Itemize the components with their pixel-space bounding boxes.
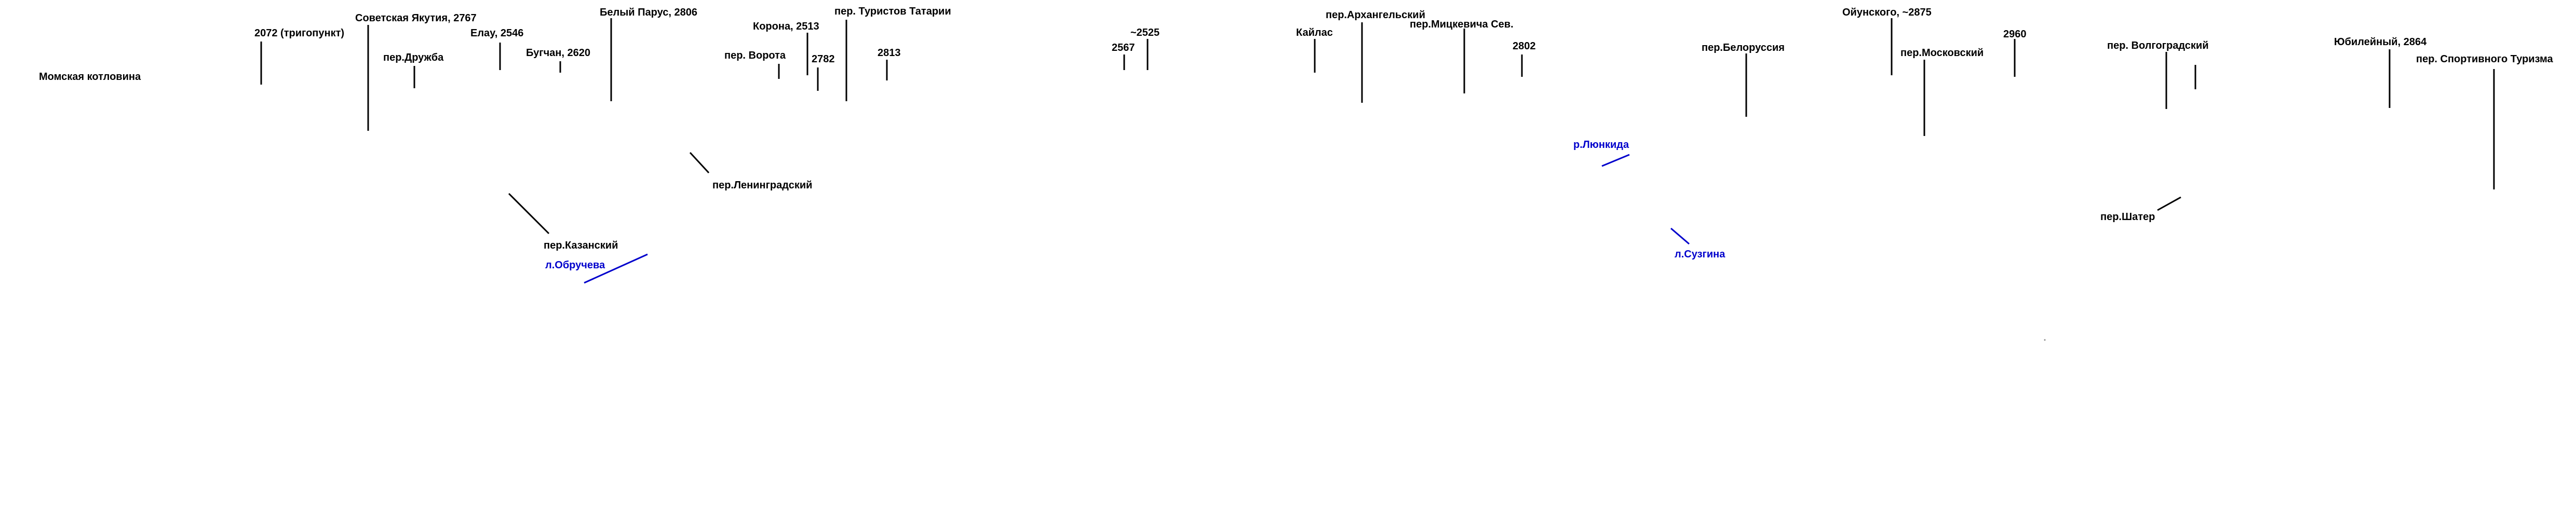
label-bugchan: Бугчан, 2620 [526,47,590,59]
label-obrucheva: л.Обручева [545,260,605,271]
label-mitskevicha: пер.Мицкевича Сев. [1410,19,1514,30]
label-druzhba: пер.Дружба [383,52,444,63]
label-2802: 2802 [1513,40,1536,52]
label-momskaya: Момская котловина [39,71,141,83]
label-oyunskogo: Ойунского, ~2875 [1842,7,1932,18]
leader-line-leningradsky [689,152,710,174]
label-belorussiya: пер.Белоруссия [1702,42,1785,53]
labels: Момская котловина 2072 (тригопункт) Сове… [39,6,2554,271]
label-lyunkida: р.Люнкида [1573,139,1629,151]
label-bely-parus: Белый Парус, 2806 [600,7,697,18]
leader-line-lyunkida [1601,154,1630,167]
label-2782: 2782 [812,53,835,65]
label-leningradsky: пер.Ленинградский [712,180,812,191]
label-suzgina: л.Сузгина [1675,249,1725,260]
label-arkhangelsky: пер.Архангельский [1326,9,1425,21]
leader-line-kazansky [508,193,550,235]
label-vorota: пер. Ворота [724,50,786,61]
label-kazansky: пер.Казанский [544,240,618,251]
leader-line-obrucheva [584,253,648,284]
label-korona: Корона, 2513 [753,21,819,32]
label-2525: ~2525 [1130,27,1159,38]
label-volgogradsky: пер. Волгоградский [2107,40,2209,51]
label-yubileyny: Юбилейный, 2864 [2334,36,2427,48]
label-elau: Елау, 2546 [470,28,523,39]
label-turistov-tatarii: пер. Туристов Татарии [834,6,951,17]
label-kailas: Кайлас [1296,27,1333,38]
label-sovetskaya: Советская Якутия, 2767 [355,12,477,24]
label-shater: пер.Шатер [2100,211,2155,223]
label-2072: 2072 (тригопункт) [254,28,344,39]
label-2567: 2567 [1112,42,1135,53]
leader-line-shater [2157,196,2181,211]
label-2960: 2960 [2003,29,2027,40]
leader-lines [260,18,2495,284]
label-sport-turizma: пер. Спортивного Туризма [2416,53,2554,65]
leader-line-suzgina [1670,227,1690,245]
stray-dot [2044,339,2046,341]
label-moskovsky: пер.Московский [1900,47,1984,59]
label-2813: 2813 [878,47,901,59]
